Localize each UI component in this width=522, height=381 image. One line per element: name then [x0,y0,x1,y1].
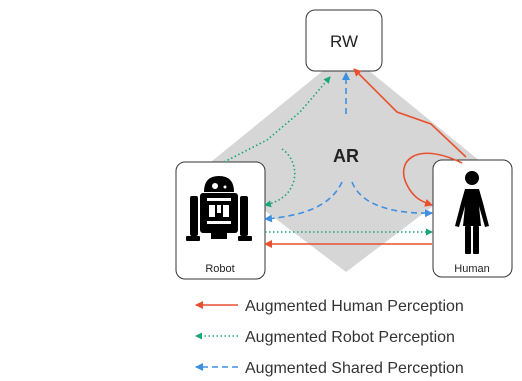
legend-label: Augmented Shared Perception [245,360,464,377]
robot-node: Robot [175,161,266,280]
human-perception-arrow-human-to-rw [353,68,467,158]
legend-item-robot-perception: Augmented Robot Perception [195,329,455,346]
person-icon [455,171,489,254]
legend-label: Augmented Human Perception [245,298,464,315]
shared-perception-arrow-ar-to-human [351,181,433,218]
ar-label: AR [333,146,359,166]
human-label: Human [454,263,489,275]
human-perception-loop-arrow [402,152,463,207]
robot-perception-arrow-robot-to-rw [223,76,331,163]
robot-label: Robot [205,263,234,275]
rw-label: RW [330,32,358,51]
legend-label: Augmented Robot Perception [245,329,455,346]
legend-item-human-perception: Augmented Human Perception [195,298,464,315]
rw-node: RW [305,9,383,72]
legend: Augmented Human Perception Augmented Rob… [195,298,464,377]
shared-perception-arrow-ar-to-robot [264,181,343,223]
legend-item-shared-perception: Augmented Shared Perception [195,360,464,377]
human-node: Human [432,159,513,278]
robot-perception-loop-arrow [264,148,296,208]
ar-region [206,52,486,272]
